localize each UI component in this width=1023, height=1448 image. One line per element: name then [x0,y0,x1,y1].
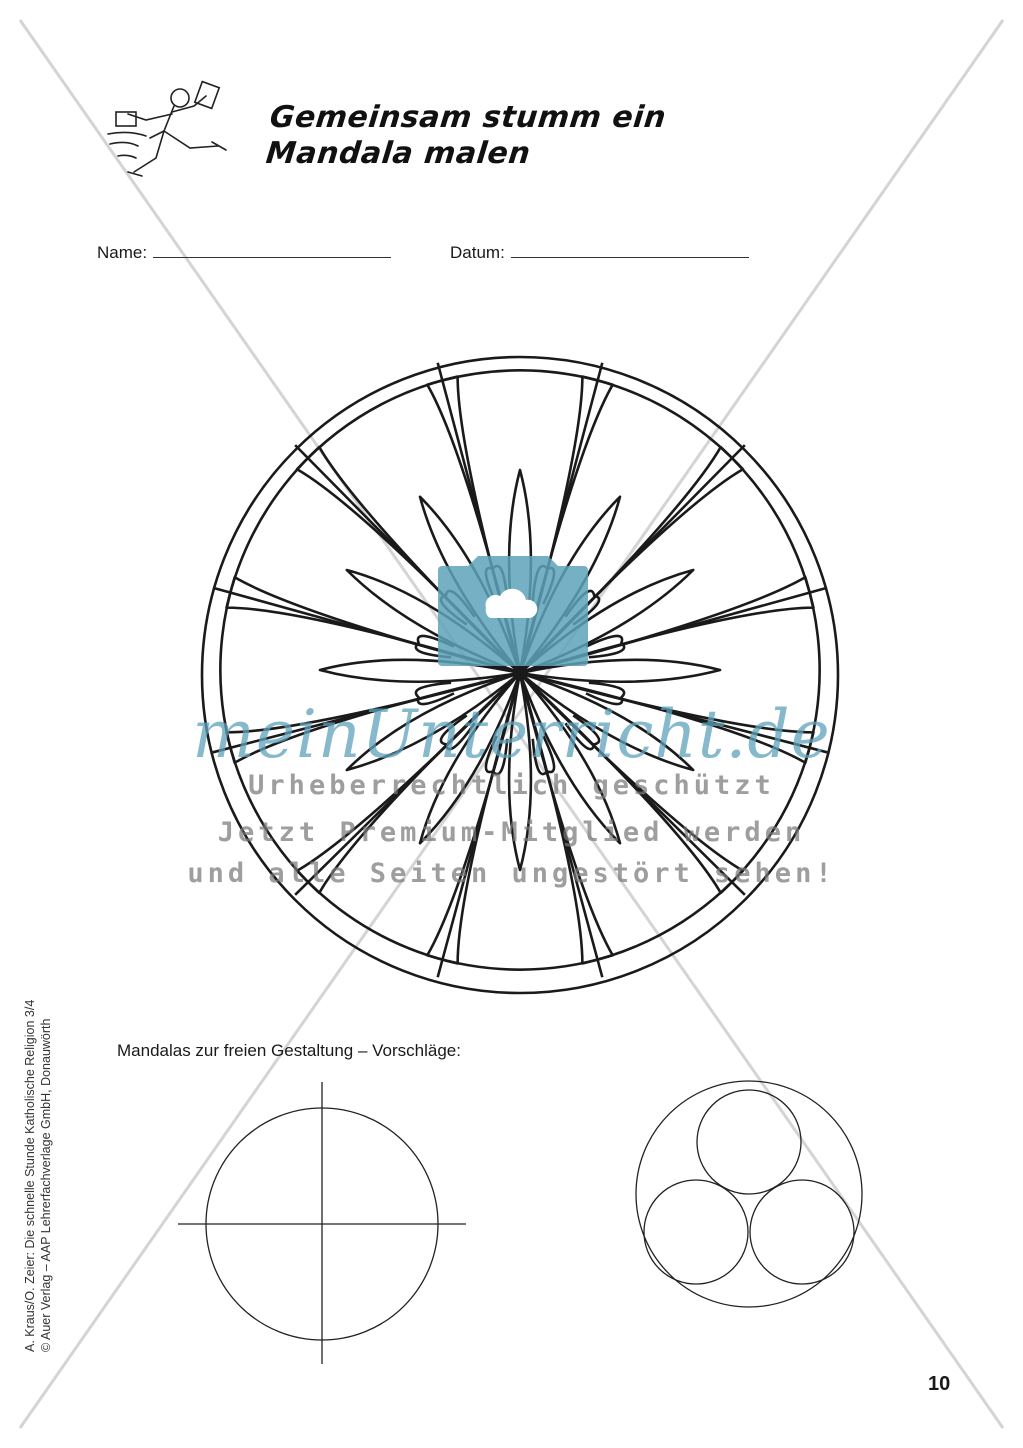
watermark-line-3: und alle Seiten ungestört sehen! [187,858,836,889]
title-line-1: Gemeinsam stumm ein [268,100,668,135]
section-label: Mandalas zur freien Gestaltung – Vorschl… [117,1041,461,1060]
title-line-2: Mandala malen [264,136,533,171]
name-label: Name: [97,243,148,262]
worksheet-title: Gemeinsam stumm ein Mandala malen [264,100,668,172]
watermark-line-1: Urheberrechtlich geschützt [248,770,775,801]
side-credit-line-1: A. Kraus/O. Zeier: Die schnelle Stunde K… [23,999,37,1352]
side-credit: A. Kraus/O. Zeier: Die schnelle Stunde K… [22,952,54,1352]
quartered-circle-template [178,1082,466,1364]
date-label: Datum: [450,243,505,262]
runner-illustration [107,80,227,177]
name-blank-line[interactable] [153,243,392,258]
date-blank-line[interactable] [510,243,749,258]
side-credit-line-2: © Auer Verlag – AAP Lehrerfachverlage Gm… [39,1018,53,1352]
mandala-drawing [200,355,840,995]
page-number: 10 [928,1373,951,1395]
date-field[interactable]: Datum: [450,243,749,263]
briefcase-cloud-icon [438,556,588,666]
watermark-line-2: Jetzt Premium-Mitglied werden [217,817,806,848]
watermark-brand: meinUnterricht.de [192,696,831,773]
name-field[interactable]: Name: [97,243,392,263]
three-circle-template [635,1080,863,1308]
